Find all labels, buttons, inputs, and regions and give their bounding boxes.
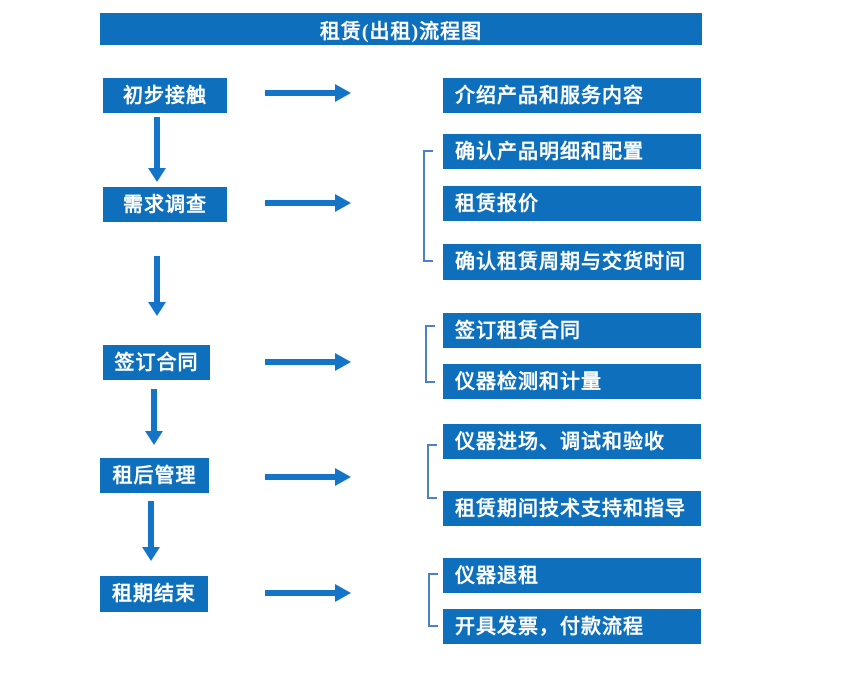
down-arrow-1: [148, 117, 166, 182]
arrow-head-icon: [335, 194, 351, 212]
arrow-head-icon: [145, 431, 163, 445]
down-arrow-3: [145, 389, 163, 445]
output-box-introduce-products: 介绍产品和服务内容: [443, 78, 701, 113]
arrow-head-icon: [335, 584, 351, 602]
right-arrow-4: [265, 468, 351, 486]
arrow-shaft: [265, 474, 335, 480]
right-arrow-2: [265, 194, 351, 212]
group-bracket-sign-contract: [425, 325, 435, 383]
arrow-shaft: [154, 256, 160, 302]
down-arrow-2: [148, 256, 166, 316]
step-box-sign-contract: 签订合同: [103, 345, 210, 380]
arrow-shaft: [151, 389, 157, 431]
arrow-head-icon: [335, 468, 351, 486]
output-box-instrument-testing: 仪器检测和计量: [443, 364, 701, 399]
arrow-shaft: [265, 359, 335, 365]
arrow-shaft: [265, 590, 335, 596]
output-box-confirm-product-details: 确认产品明细和配置: [443, 134, 701, 169]
arrow-shaft: [148, 501, 154, 547]
output-box-rental-quote: 租赁报价: [443, 186, 701, 221]
arrow-shaft: [265, 90, 335, 96]
step-box-demand-survey: 需求调查: [103, 187, 227, 222]
arrow-head-icon: [335, 84, 351, 102]
output-box-sign-rental-contract: 签订租赁合同: [443, 313, 701, 348]
group-bracket-post-rental: [427, 444, 437, 499]
arrow-head-icon: [148, 302, 166, 316]
group-bracket-rental-end: [428, 573, 438, 627]
flowchart-title: 租赁(出租)流程图: [319, 20, 483, 43]
output-box-instrument-return: 仪器退租: [443, 558, 701, 593]
output-box-invoice-payment: 开具发票，付款流程: [443, 609, 701, 644]
down-arrow-4: [142, 501, 160, 561]
right-arrow-3: [265, 353, 351, 371]
arrow-shaft: [154, 117, 160, 168]
output-box-instrument-entry-acceptance: 仪器进场、调试和验收: [443, 424, 701, 459]
output-box-technical-support: 租赁期间技术支持和指导: [443, 491, 701, 526]
arrow-shaft: [265, 200, 335, 206]
step-box-rental-end: 租期结束: [100, 576, 208, 612]
step-box-initial-contact: 初步接触: [103, 78, 227, 113]
flowchart-title-bar: 租赁(出租)流程图: [100, 13, 702, 45]
right-arrow-1: [265, 84, 351, 102]
arrow-head-icon: [142, 547, 160, 561]
output-box-confirm-rental-period: 确认租赁周期与交货时间: [443, 244, 701, 280]
group-bracket-demand-survey: [423, 150, 433, 262]
step-box-post-rental-management: 租后管理: [100, 458, 209, 493]
right-arrow-5: [265, 584, 351, 602]
arrow-head-icon: [148, 168, 166, 182]
arrow-head-icon: [335, 353, 351, 371]
